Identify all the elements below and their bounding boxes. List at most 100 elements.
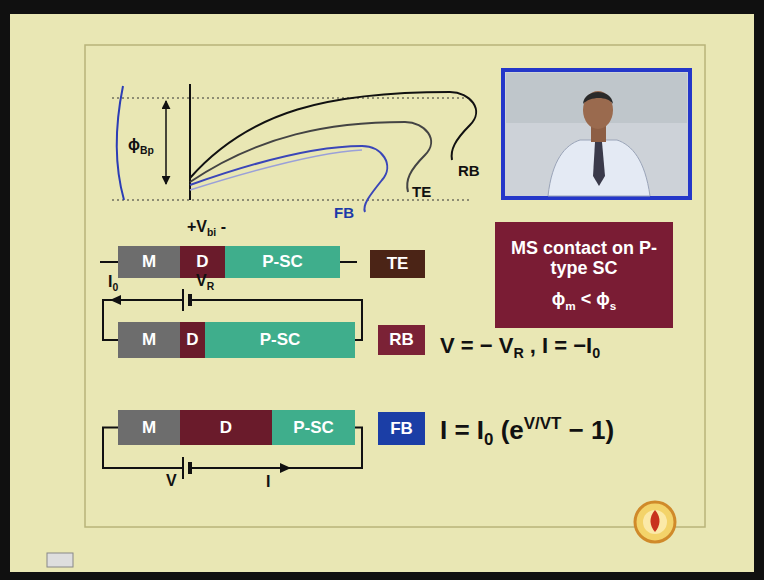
text-part: P-SC: [260, 330, 301, 349]
topic-box: MS contact on P-type SC ϕm < ϕs: [495, 222, 673, 328]
hole-distribution-rb: [450, 92, 476, 160]
text-part: D: [186, 330, 198, 349]
script-part: 0: [112, 282, 118, 293]
battery-symbol: [182, 289, 184, 311]
video-inset: [503, 70, 690, 198]
band-rb: [190, 92, 450, 178]
text-part: (e: [493, 415, 523, 445]
lead-wire: [340, 261, 357, 263]
text-part: +V: [187, 218, 207, 235]
depletion-region: D: [180, 410, 272, 445]
person-tie: [593, 142, 605, 186]
box-text: M: [142, 252, 156, 272]
depletion-region: D: [180, 322, 205, 358]
box-text: P-SC: [293, 418, 334, 438]
box-text: M: [142, 330, 156, 350]
text-part: D: [196, 252, 208, 271]
mode-tag: RB: [378, 325, 425, 355]
script-part: 0: [484, 430, 493, 449]
text-part: P-SC: [262, 252, 303, 271]
text-part: TE: [387, 254, 409, 273]
logo-ring: [635, 502, 675, 542]
band-fb: [190, 146, 362, 185]
text-part: ϕ: [552, 289, 566, 309]
metal-region: M: [118, 322, 180, 358]
curve-label: TE: [412, 183, 431, 200]
text-part: FB: [334, 204, 354, 221]
box-text: RB: [389, 330, 414, 350]
text-part: I = I: [440, 415, 484, 445]
current-arrow: [110, 295, 121, 305]
band-diagram: [112, 84, 476, 212]
box-text: P-SC: [262, 252, 303, 272]
box-text: M: [142, 418, 156, 438]
hole-distribution-te: [405, 122, 431, 192]
text-part: ϕ: [128, 136, 140, 153]
barrier-arrow: [165, 101, 167, 184]
text-part: I: [266, 473, 270, 490]
semiconductor-region: P-SC: [272, 410, 355, 445]
text-part: − 1): [561, 415, 614, 445]
text-part: P-SC: [293, 418, 334, 437]
text-part: M: [142, 418, 156, 437]
voltage-label: VR: [196, 272, 214, 293]
slide-frame: [85, 45, 705, 527]
text-part: , I = −I: [524, 333, 592, 358]
logo-center: [643, 510, 667, 534]
voltage-label: V: [166, 472, 177, 490]
battery-symbol: [188, 294, 192, 306]
text-part: < ϕ: [576, 289, 610, 309]
barrier-label: ϕBp: [128, 136, 154, 157]
text-part: D: [220, 418, 232, 437]
mode-tag: TE: [370, 250, 425, 278]
band-fb-shadow: [190, 150, 362, 190]
logo-flame: [650, 510, 659, 532]
text-part: TE: [412, 183, 431, 200]
text-part: V: [166, 472, 177, 489]
box-text: D: [196, 252, 208, 272]
script-part: R: [513, 345, 523, 361]
current-label: I: [266, 473, 270, 491]
text-part: FB: [390, 419, 413, 438]
hole-distribution-fb: [362, 146, 387, 212]
script-part: bi: [207, 227, 216, 238]
fermi-level-line: [112, 98, 470, 99]
equation: I = I0 (eV/VT − 1): [440, 414, 614, 449]
battery-symbol: [188, 462, 192, 474]
text-part: MS contact on P-type SC: [511, 238, 657, 279]
text-part: V = − V: [440, 333, 513, 358]
box-text: MS contact on P-type SC: [503, 238, 665, 279]
script-part: s: [610, 299, 617, 312]
curve-label: FB: [334, 204, 354, 221]
script-part: m: [565, 299, 575, 312]
institute-logo: [635, 502, 675, 542]
script-part: V/VT: [524, 414, 562, 433]
person-shirt: [548, 140, 650, 196]
box-text: D: [220, 418, 232, 438]
player-icon: [47, 553, 73, 567]
video-frame: [503, 70, 690, 198]
box-text: D: [186, 330, 198, 350]
metal-region: M: [118, 246, 180, 278]
lead-wire: [100, 261, 118, 263]
semiconductor-region: P-SC: [205, 322, 355, 358]
box-text: TE: [387, 254, 409, 274]
equation: V = − VR , I = −I0: [440, 333, 600, 362]
script-part: Bp: [140, 145, 154, 156]
text-part: M: [142, 330, 156, 349]
script-part: 0: [592, 345, 600, 361]
metal-region: M: [118, 410, 180, 445]
mode-tag: FB: [378, 412, 425, 445]
current-label: I0: [108, 273, 118, 294]
curve-label: RB: [458, 162, 480, 179]
text-part: RB: [389, 330, 414, 349]
script-part: R: [207, 281, 215, 292]
box-text: FB: [390, 419, 413, 439]
voltage-label: +Vbi -: [187, 218, 226, 239]
text-part: I: [108, 273, 112, 290]
text-part: -: [216, 218, 226, 235]
person-hair: [583, 92, 613, 104]
text-part: M: [142, 252, 156, 271]
metal-band: [117, 86, 124, 200]
